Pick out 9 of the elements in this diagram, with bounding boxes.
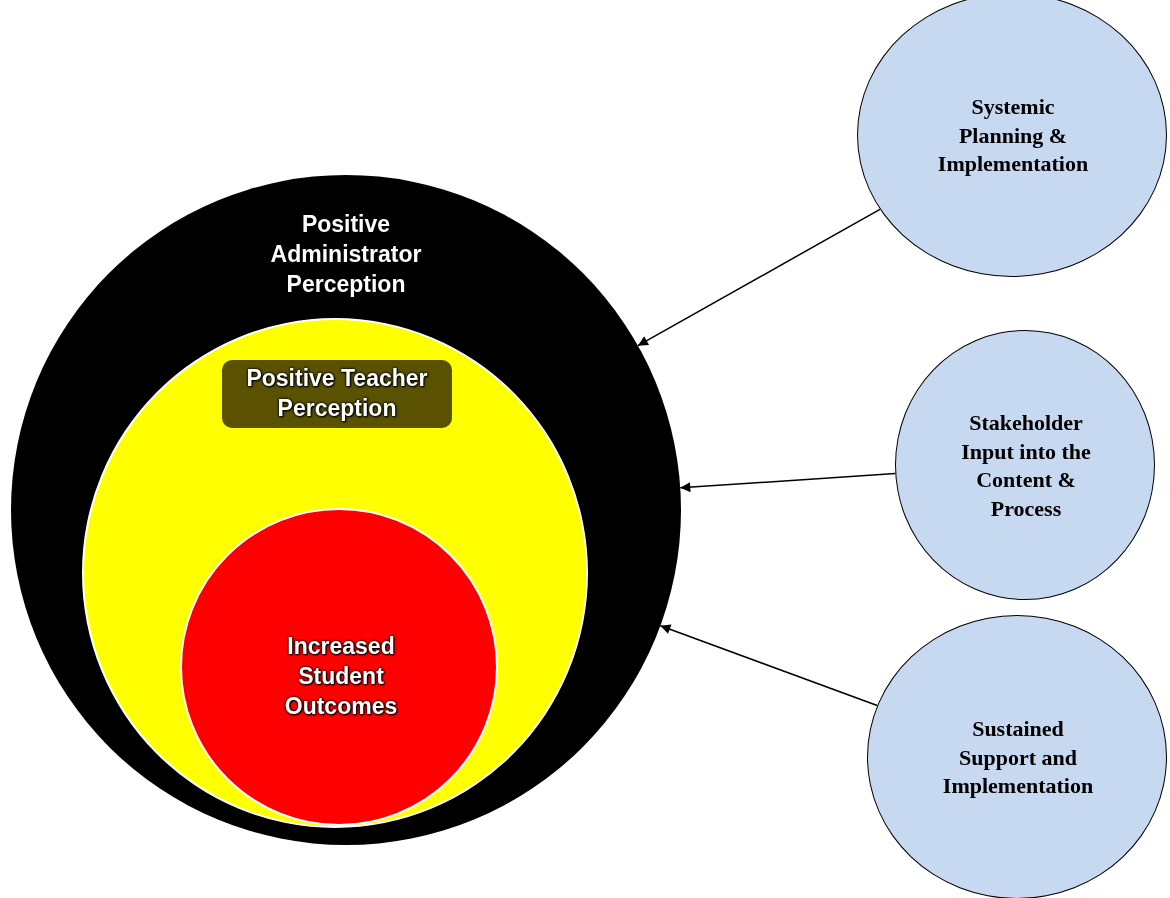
circle-label: Sustained Support and Implementation — [941, 715, 1095, 801]
circle-label: Stakeholder Input into the Content & Process — [960, 409, 1092, 523]
circle-label: Systemic Planning & Implementation — [936, 93, 1090, 179]
circle-label: Positive Administrator Perception — [269, 210, 423, 299]
circle-label: Increased Student Outcomes — [283, 632, 399, 721]
arrow — [679, 472, 896, 493]
arrow — [659, 624, 878, 707]
arrow — [637, 208, 881, 347]
circle-label: Positive Teacher Perception — [222, 360, 452, 428]
